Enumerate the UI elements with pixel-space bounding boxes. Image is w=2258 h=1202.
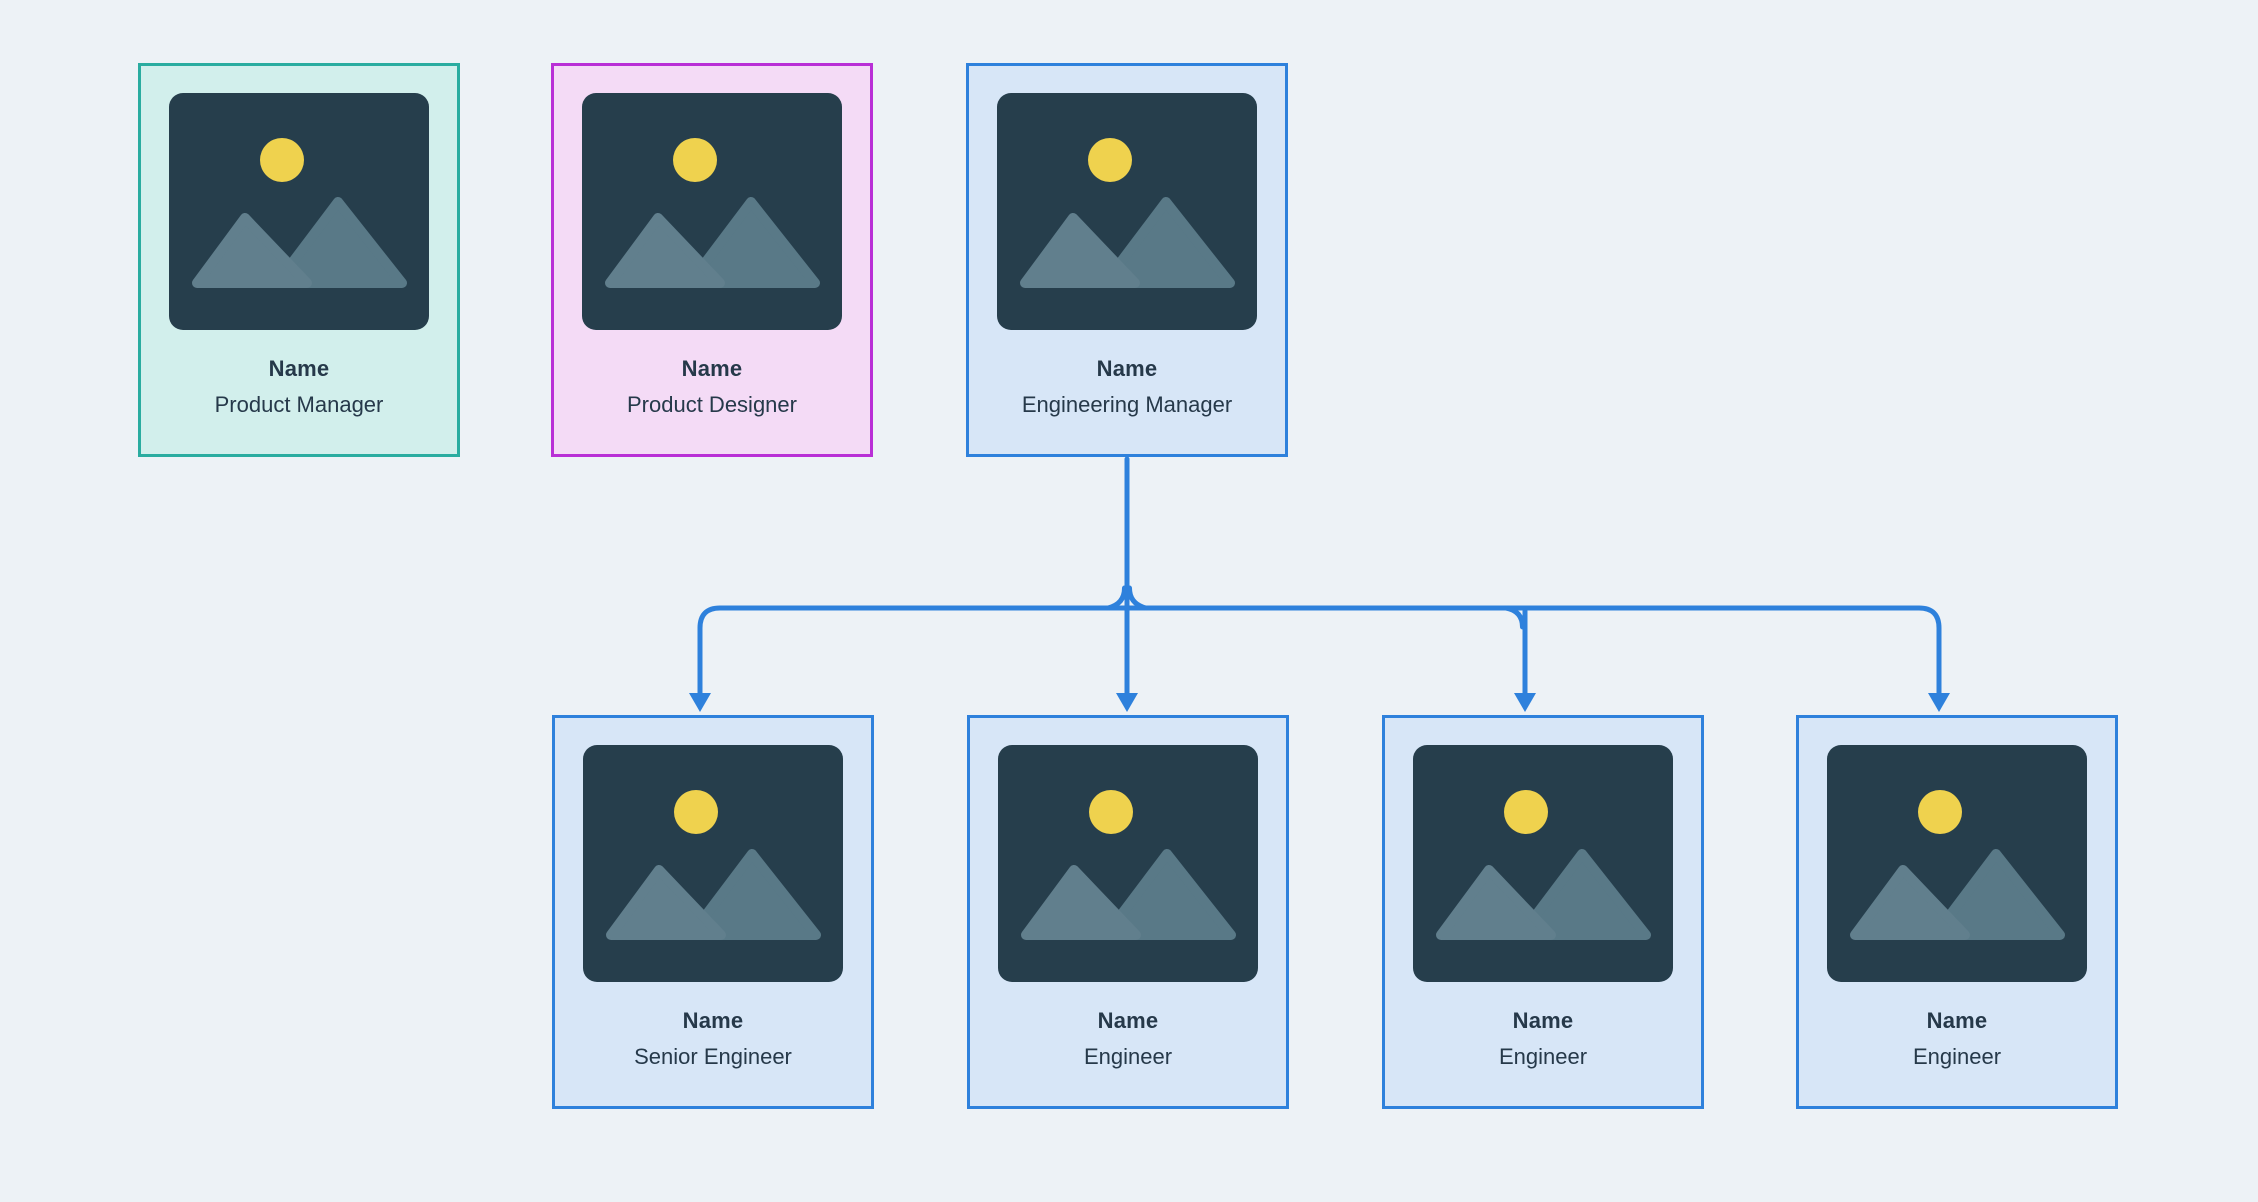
person-role: Engineer xyxy=(1912,1044,2002,1069)
sun-icon xyxy=(1504,790,1548,834)
arrowhead-icon xyxy=(1116,693,1138,712)
mountain-left-icon xyxy=(1436,865,1556,940)
photo-placeholder-icon xyxy=(1413,745,1673,982)
mountain-right-icon xyxy=(1100,197,1235,288)
arrowhead-icon xyxy=(1928,693,1950,712)
person-name: Name xyxy=(1096,356,1158,381)
mountain-left-icon xyxy=(1020,213,1140,288)
person-role: Senior Engineer xyxy=(634,1044,792,1069)
arrowhead-icon xyxy=(689,693,711,712)
mountain-right-icon xyxy=(685,197,820,288)
photo-placeholder-icon xyxy=(997,93,1257,330)
person-name: Name xyxy=(1512,1008,1574,1033)
org-card-engineer-2[interactable]: Name Engineer xyxy=(1382,715,1704,1109)
photo-placeholder-icon xyxy=(582,93,842,330)
mountain-left-icon xyxy=(1850,865,1970,940)
org-card-senior-engineer[interactable]: Name Senior Engineer xyxy=(552,715,874,1109)
person-role: Engineer xyxy=(1083,1044,1173,1069)
mountain-right-icon xyxy=(686,849,821,940)
org-card-engineer-3[interactable]: Name Engineer xyxy=(1796,715,2118,1109)
sun-icon xyxy=(1918,790,1962,834)
mountain-left-icon xyxy=(605,213,725,288)
org-card-engineer-1[interactable]: Name Engineer xyxy=(967,715,1289,1109)
person-name: Name xyxy=(1097,1008,1159,1033)
mountain-right-icon xyxy=(1516,849,1651,940)
sun-icon xyxy=(1089,790,1133,834)
person-role: Engineering Manager xyxy=(1021,392,1233,417)
mountain-right-icon xyxy=(272,197,407,288)
sun-icon xyxy=(673,138,717,182)
sun-icon xyxy=(260,138,304,182)
person-role: Engineer xyxy=(1498,1044,1588,1069)
photo-placeholder-icon xyxy=(169,93,429,330)
mountain-left-icon xyxy=(192,213,312,288)
sun-icon xyxy=(674,790,718,834)
org-card-engineering-manager[interactable]: Name Engineering Manager xyxy=(966,63,1288,457)
mountain-left-icon xyxy=(1021,865,1141,940)
mountain-right-icon xyxy=(1101,849,1236,940)
person-role: Product Designer xyxy=(627,392,797,417)
person-name: Name xyxy=(681,356,743,381)
person-role: Product Manager xyxy=(214,392,384,417)
photo-placeholder-icon xyxy=(998,745,1258,982)
org-card-product-manager[interactable]: Name Product Manager xyxy=(138,63,460,457)
person-name: Name xyxy=(682,1008,744,1033)
photo-placeholder-icon xyxy=(583,745,843,982)
sun-icon xyxy=(1088,138,1132,182)
mountain-right-icon xyxy=(1930,849,2065,940)
org-card-product-designer[interactable]: Name Product Designer xyxy=(551,63,873,457)
mountain-left-icon xyxy=(606,865,726,940)
person-name: Name xyxy=(268,356,330,381)
person-name: Name xyxy=(1926,1008,1988,1033)
arrowhead-icon xyxy=(1514,693,1536,712)
photo-placeholder-icon xyxy=(1827,745,2087,982)
connector-bar xyxy=(697,605,1942,697)
